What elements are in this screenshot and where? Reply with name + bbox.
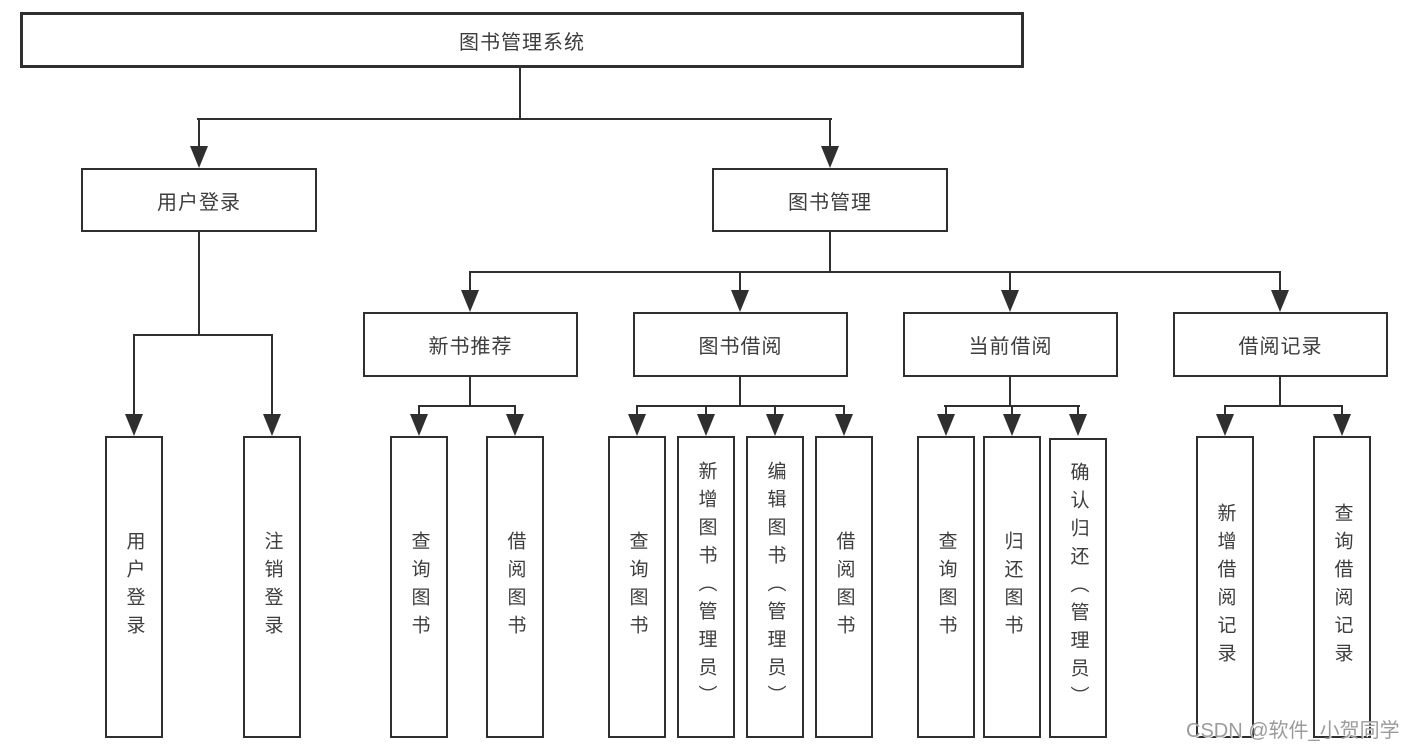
node-borrowing-records: 借阅记录 <box>1173 312 1388 377</box>
leaf-records-query: 查询借阅记录 <box>1313 436 1371 738</box>
node-book-management-label: 图书管理 <box>788 191 872 214</box>
leaf-newbooks-borrow-label: 借阅图书 <box>504 531 526 643</box>
connector-records-shaft-0 <box>1224 407 1226 416</box>
leaf-borrow-borrow-label: 借阅图书 <box>833 531 855 643</box>
node-current-borrowing-label: 当前借阅 <box>968 336 1053 358</box>
connector-user-drop <box>198 232 200 335</box>
connector-current-shaft-1 <box>1011 407 1013 416</box>
connector-borrow-shaft-1 <box>705 407 707 416</box>
connector-borrow-shaft-3 <box>843 407 845 416</box>
connector-l2-shaft-borrow <box>739 273 741 293</box>
node-root: 图书管理系统 <box>20 12 1024 68</box>
node-user-login-label: 用户登录 <box>157 191 241 214</box>
connector-newbooks-shaft-0 <box>418 407 420 416</box>
arrow-leaf-logout <box>263 414 281 436</box>
leaf-current-confirm-label: 确认归还（管理员） <box>1067 462 1089 714</box>
connector-l1-shaft-mgmt <box>829 120 831 150</box>
node-root-label: 图书管理系统 <box>459 31 585 54</box>
connector-newbooks-hbar <box>418 405 516 407</box>
leaf-user-login: 用户登录 <box>105 436 163 738</box>
leaf-current-return-label: 归还图书 <box>1001 531 1023 643</box>
connector-current-shaft-0 <box>945 407 947 416</box>
leaf-current-query: 查询图书 <box>917 436 975 738</box>
connector-newbooks-drop <box>469 377 471 407</box>
node-borrowing-records-label: 借阅记录 <box>1238 336 1323 358</box>
leaf-current-return: 归还图书 <box>983 436 1041 738</box>
watermark: CSDN @软件_小贺同学 <box>1186 720 1400 742</box>
connector-current-drop <box>1009 377 1011 407</box>
connector-l1-shaft-user <box>198 120 200 150</box>
connector-user-shaft-1 <box>271 336 273 416</box>
node-current-borrowing: 当前借阅 <box>903 312 1118 377</box>
arrow-borrow-add <box>697 414 715 436</box>
connector-borrow-drop <box>739 377 741 407</box>
connector-current-hbar <box>944 405 1080 407</box>
connector-root-drop <box>519 68 521 120</box>
arrow-borrow-edit <box>766 414 784 436</box>
leaf-current-query-label: 查询图书 <box>935 531 957 643</box>
arrow-records-add <box>1216 414 1234 436</box>
arrow-new-books <box>461 290 479 312</box>
leaf-borrow-query: 查询图书 <box>608 436 666 738</box>
node-book-management: 图书管理 <box>712 168 948 232</box>
arrow-borrow-borrow <box>835 414 853 436</box>
arrow-borrow-query <box>628 414 646 436</box>
node-new-books-label: 新书推荐 <box>428 336 513 358</box>
connector-l2-hbar <box>469 271 1281 273</box>
connector-l2-shaft-newbooks <box>469 273 471 293</box>
node-user-login: 用户登录 <box>81 168 317 232</box>
leaf-newbooks-borrow: 借阅图书 <box>486 436 544 738</box>
connector-l2-shaft-records <box>1279 273 1281 293</box>
arrow-current-confirm <box>1069 414 1087 436</box>
connector-user-hbar <box>133 334 273 336</box>
connector-records-hbar <box>1224 405 1343 407</box>
node-book-borrowing: 图书借阅 <box>633 312 848 377</box>
leaf-records-add: 新增借阅记录 <box>1196 436 1254 738</box>
connector-borrow-shaft-0 <box>636 407 638 416</box>
connector-borrow-hbar <box>636 405 845 407</box>
connector-l2-shaft-current <box>1009 273 1011 293</box>
leaf-user-login-label: 用户登录 <box>123 531 145 643</box>
leaf-newbooks-query: 查询图书 <box>390 436 448 738</box>
leaf-borrow-borrow: 借阅图书 <box>815 436 873 738</box>
node-new-books: 新书推荐 <box>363 312 578 377</box>
leaf-logout: 注销登录 <box>243 436 301 738</box>
arrow-book-borrowing <box>731 290 749 312</box>
arrow-current-borrowing <box>1001 290 1019 312</box>
leaf-borrow-query-label: 查询图书 <box>626 531 648 643</box>
arrow-current-query <box>937 414 955 436</box>
leaf-records-query-label: 查询借阅记录 <box>1331 503 1353 671</box>
arrow-current-return <box>1003 414 1021 436</box>
connector-borrow-shaft-2 <box>774 407 776 416</box>
arrow-user-login <box>190 146 208 168</box>
connector-records-drop <box>1279 377 1281 407</box>
connector-mgmt-drop <box>829 232 831 273</box>
arrow-newbooks-borrow <box>506 414 524 436</box>
arrow-records-query <box>1333 414 1351 436</box>
leaf-borrow-edit: 编辑图书（管理员） <box>746 436 804 738</box>
connector-l1-hbar <box>197 118 832 120</box>
arrow-newbooks-query <box>410 414 428 436</box>
arrow-book-management <box>821 146 839 168</box>
leaf-borrow-add: 新增图书（管理员） <box>677 436 735 738</box>
arrow-borrowing-records <box>1271 290 1289 312</box>
arrow-leaf-user-login <box>125 414 143 436</box>
leaf-current-confirm: 确认归还（管理员） <box>1049 438 1107 738</box>
leaf-logout-label: 注销登录 <box>261 531 283 643</box>
node-book-borrowing-label: 图书借阅 <box>698 336 783 358</box>
connector-user-shaft-0 <box>133 336 135 416</box>
leaf-borrow-add-label: 新增图书（管理员） <box>695 461 717 713</box>
leaf-borrow-edit-label: 编辑图书（管理员） <box>764 461 786 713</box>
connector-current-shaft-2 <box>1077 407 1079 416</box>
leaf-newbooks-query-label: 查询图书 <box>408 531 430 643</box>
connector-records-shaft-1 <box>1341 407 1343 416</box>
connector-newbooks-shaft-1 <box>514 407 516 416</box>
leaf-records-add-label: 新增借阅记录 <box>1214 503 1236 671</box>
